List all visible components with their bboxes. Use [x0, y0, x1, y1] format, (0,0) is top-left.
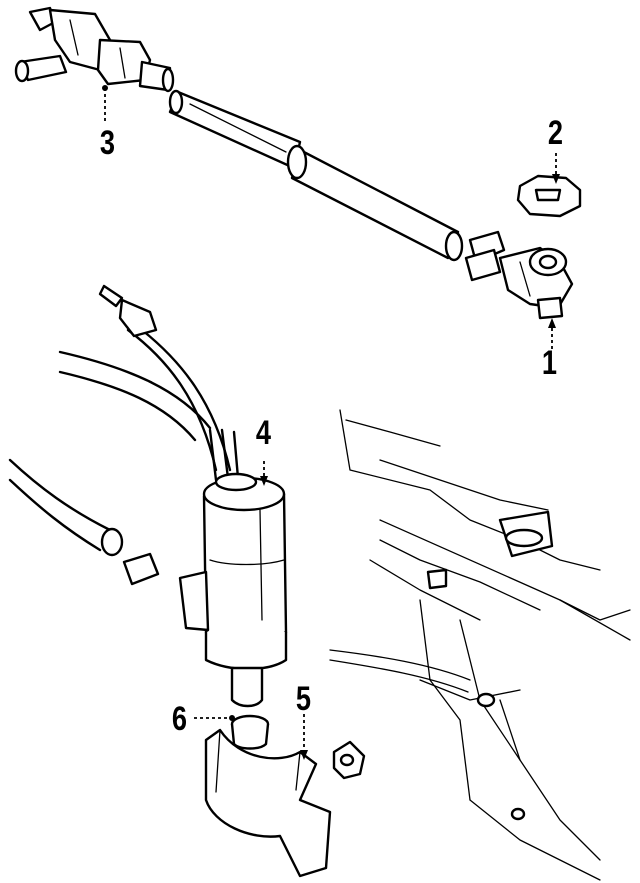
callout-2: 2: [547, 114, 564, 152]
part-1-nozzle: [464, 230, 574, 320]
vehicle-body-structure: [329, 409, 631, 881]
part-3-tee-connector: [14, 6, 175, 93]
part-4-washer-pump: [122, 472, 288, 708]
nut: [332, 740, 366, 780]
upper-hose: [168, 89, 464, 262]
callout-6: 6: [171, 700, 188, 738]
callout-1: 1: [541, 344, 558, 382]
callout-5: 5: [295, 680, 312, 718]
part-5-bracket: [204, 728, 332, 878]
part-2-cap: [516, 174, 582, 218]
callout-3: 3: [99, 124, 116, 162]
pump-hoses: [8, 284, 240, 557]
part-6-grommet: [230, 714, 270, 750]
callout-4: 4: [255, 414, 272, 452]
leader-lines: [102, 85, 560, 760]
